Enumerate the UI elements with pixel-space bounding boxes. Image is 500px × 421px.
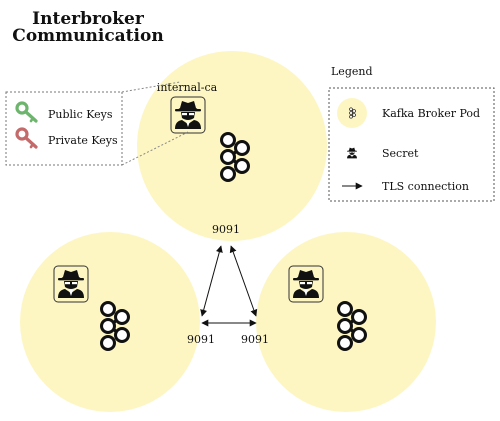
diagram-title-line1: Interbroker xyxy=(32,9,145,29)
tls-arrow-top-left xyxy=(200,245,223,317)
legend-heading: Legend xyxy=(331,65,373,78)
diagram-title-line2: Communication xyxy=(12,26,163,46)
secret-icon-bottom-left xyxy=(53,265,89,303)
secret-icon-top xyxy=(170,96,206,134)
legend-item-label: TLS connection xyxy=(382,180,469,193)
keys-item-label: Public Keys xyxy=(48,108,113,121)
kafka-broker-pod-icon xyxy=(337,98,367,128)
legend-item-label: Secret xyxy=(382,147,419,160)
keys-box: Public Keys Private Keys xyxy=(5,81,189,166)
legend-box: Kafka Broker Pod Secret TLS connection xyxy=(328,87,495,202)
secret-label: internal-ca xyxy=(157,81,218,94)
port-label-bottom-left: 9091 xyxy=(187,333,215,346)
legend-item-label: Kafka Broker Pod xyxy=(382,107,480,120)
keys-item-label: Private Keys xyxy=(48,134,118,147)
secret-icon-bottom-right xyxy=(288,265,324,303)
port-label-top: 9091 xyxy=(212,223,240,236)
tls-arrow-top-right xyxy=(229,245,258,317)
port-label-bottom-right: 9091 xyxy=(241,333,269,346)
